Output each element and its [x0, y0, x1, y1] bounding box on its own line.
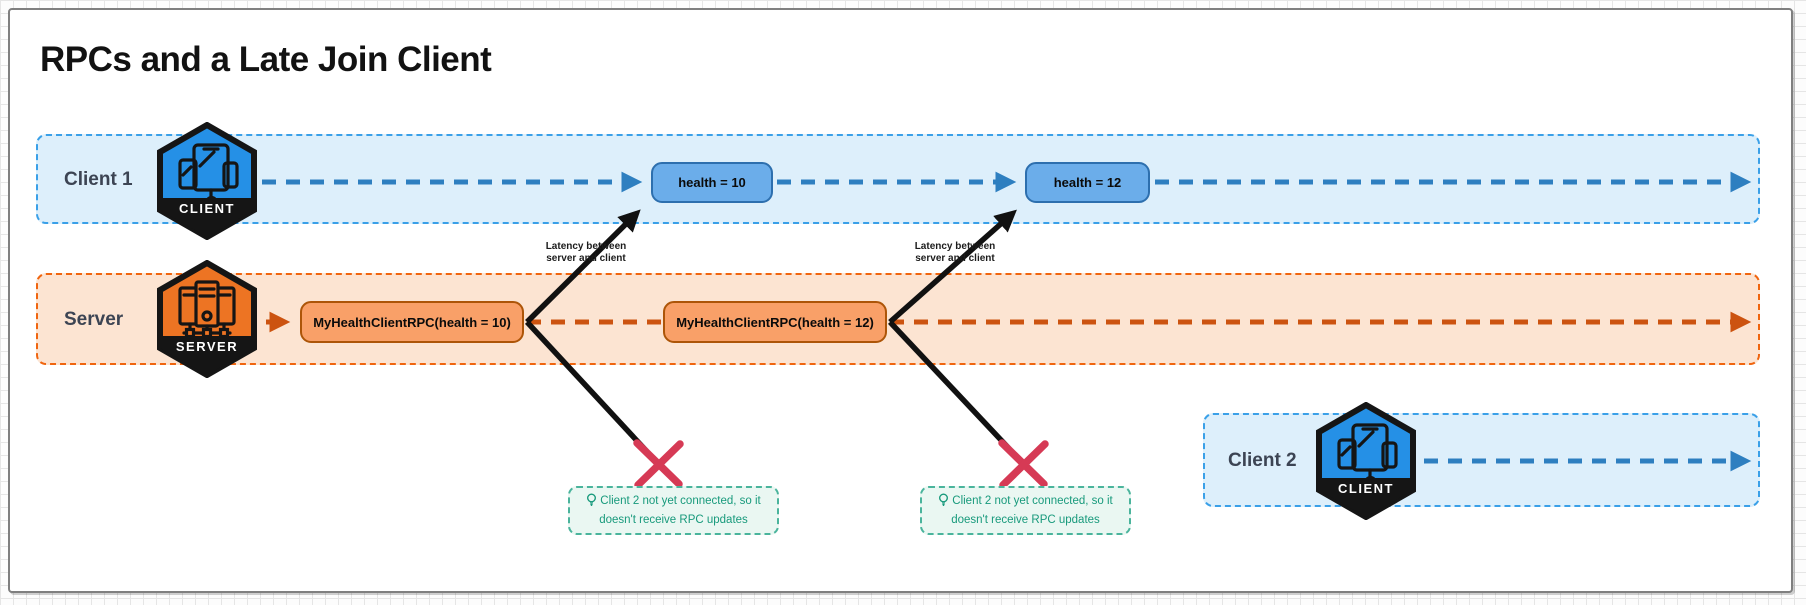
server-badge-text: SERVER	[176, 339, 238, 354]
latency-label-1: Latency between server and client	[546, 241, 627, 265]
diagram-title: RPCs and a Late Join Client	[40, 40, 492, 79]
server-racks-icon: SERVER	[157, 259, 257, 379]
lane-label-client2: Client 2	[1228, 450, 1297, 471]
note-1-text: Client 2 not yet connected, so it doesn'…	[599, 495, 761, 526]
server-hexagon-badge: SERVER	[154, 259, 260, 379]
client2-badge-text: CLIENT	[1338, 481, 1394, 496]
health-node-2: health = 12	[1025, 162, 1150, 203]
client1-hexagon-badge: CLIENT	[154, 121, 260, 241]
rpc-node-2: MyHealthClientRPC(health = 12)	[663, 301, 887, 343]
latency-label-2-line2: server and client	[915, 253, 995, 264]
client1-badge-text: CLIENT	[179, 201, 235, 216]
latency-label-2-line1: Latency between	[914, 241, 996, 252]
lane-label-server: Server	[64, 309, 124, 330]
note-2-text: Client 2 not yet connected, so it doesn'…	[951, 495, 1113, 526]
rpc-node-1: MyHealthClientRPC(health = 10)	[300, 301, 524, 343]
note-card-1: Client 2 not yet connected, so it doesn'…	[568, 486, 779, 536]
health-node-2-label: health = 12	[1053, 175, 1122, 190]
latency-label-1-line1: Latency between	[545, 241, 627, 252]
lane-client1	[36, 134, 1760, 224]
lightbulb-icon	[938, 493, 949, 513]
rpc-node-1-label: MyHealthClientRPC(health = 10)	[313, 314, 511, 330]
lightbulb-icon	[586, 493, 597, 513]
health-node-1-label: health = 10	[678, 175, 746, 190]
note-card-2: Client 2 not yet connected, so it doesn'…	[920, 486, 1131, 536]
latency-label-1-line2: server and client	[546, 253, 626, 264]
rpc-node-2-label: MyHealthClientRPC(health = 12)	[676, 314, 874, 330]
lane-server	[36, 273, 1760, 365]
client-devices-icon: CLIENT	[1316, 401, 1416, 521]
lane-label-client1: Client 1	[64, 169, 133, 190]
client2-hexagon-badge: CLIENT	[1313, 401, 1419, 521]
client-devices-icon: CLIENT	[157, 121, 257, 241]
latency-label-2: Latency between server and client	[915, 241, 996, 265]
health-node-1: health = 10	[651, 162, 773, 203]
